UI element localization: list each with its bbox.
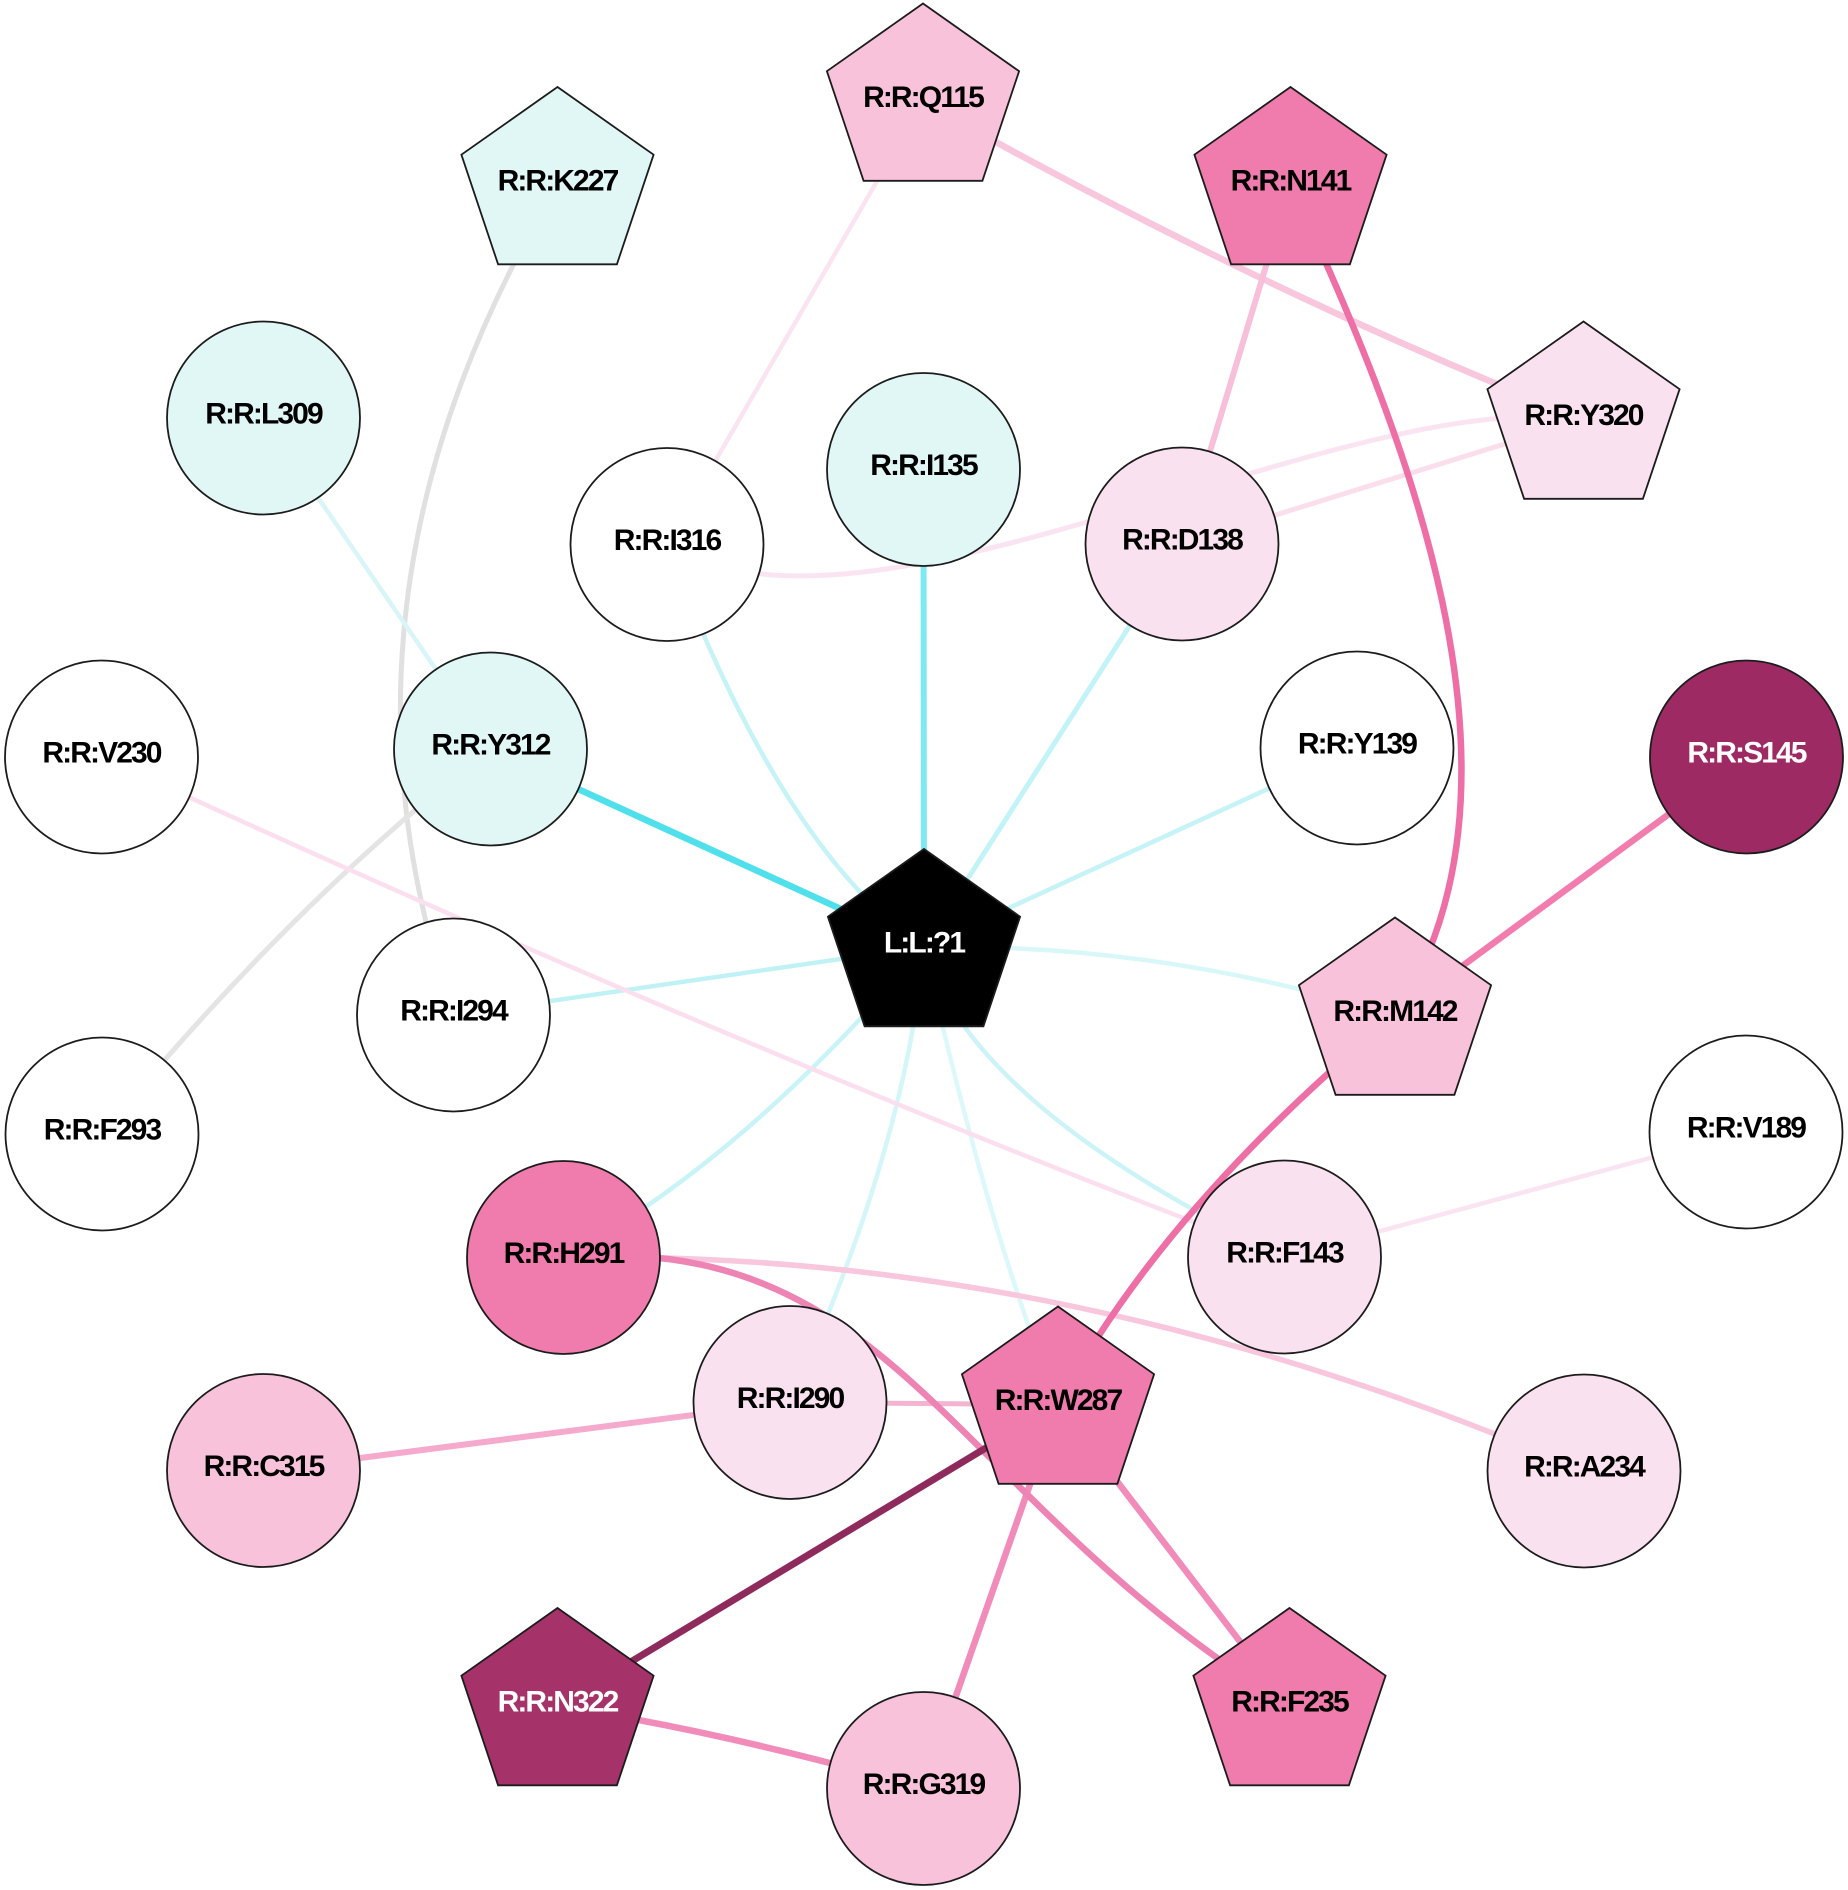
svg-text:R:R:G319: R:R:G319 — [863, 1768, 986, 1801]
svg-text:R:R:I316: R:R:I316 — [614, 524, 722, 557]
svg-text:R:R:F293: R:R:F293 — [44, 1114, 162, 1147]
svg-text:R:R:I294: R:R:I294 — [400, 995, 509, 1028]
svg-text:R:R:K227: R:R:K227 — [498, 165, 619, 198]
svg-text:R:R:A234: R:R:A234 — [1524, 1451, 1646, 1484]
svg-text:R:R:M142: R:R:M142 — [1333, 995, 1457, 1028]
svg-text:R:R:Y320: R:R:Y320 — [1524, 399, 1643, 432]
svg-text:L:L:?1: L:L:?1 — [884, 927, 965, 960]
svg-text:R:R:F235: R:R:F235 — [1231, 1686, 1349, 1719]
svg-text:R:R:F143: R:R:F143 — [1226, 1237, 1344, 1270]
svg-text:R:R:D138: R:R:D138 — [1122, 524, 1243, 557]
svg-text:R:R:L309: R:R:L309 — [205, 398, 323, 431]
svg-text:R:R:Y312: R:R:Y312 — [431, 729, 550, 762]
svg-text:R:R:S145: R:R:S145 — [1687, 737, 1806, 770]
svg-text:R:R:C315: R:R:C315 — [204, 1450, 325, 1483]
svg-text:R:R:I135: R:R:I135 — [870, 449, 978, 482]
svg-text:R:R:Y139: R:R:Y139 — [1298, 728, 1417, 761]
svg-text:R:R:N322: R:R:N322 — [498, 1686, 619, 1719]
svg-text:R:R:I290: R:R:I290 — [737, 1382, 845, 1415]
svg-text:R:R:V230: R:R:V230 — [42, 737, 161, 770]
svg-text:R:R:N141: R:R:N141 — [1231, 165, 1352, 198]
svg-text:R:R:Q115: R:R:Q115 — [863, 81, 984, 114]
svg-text:R:R:H291: R:R:H291 — [504, 1237, 625, 1270]
svg-text:R:R:W287: R:R:W287 — [995, 1384, 1123, 1417]
svg-text:R:R:V189: R:R:V189 — [1687, 1112, 1806, 1145]
